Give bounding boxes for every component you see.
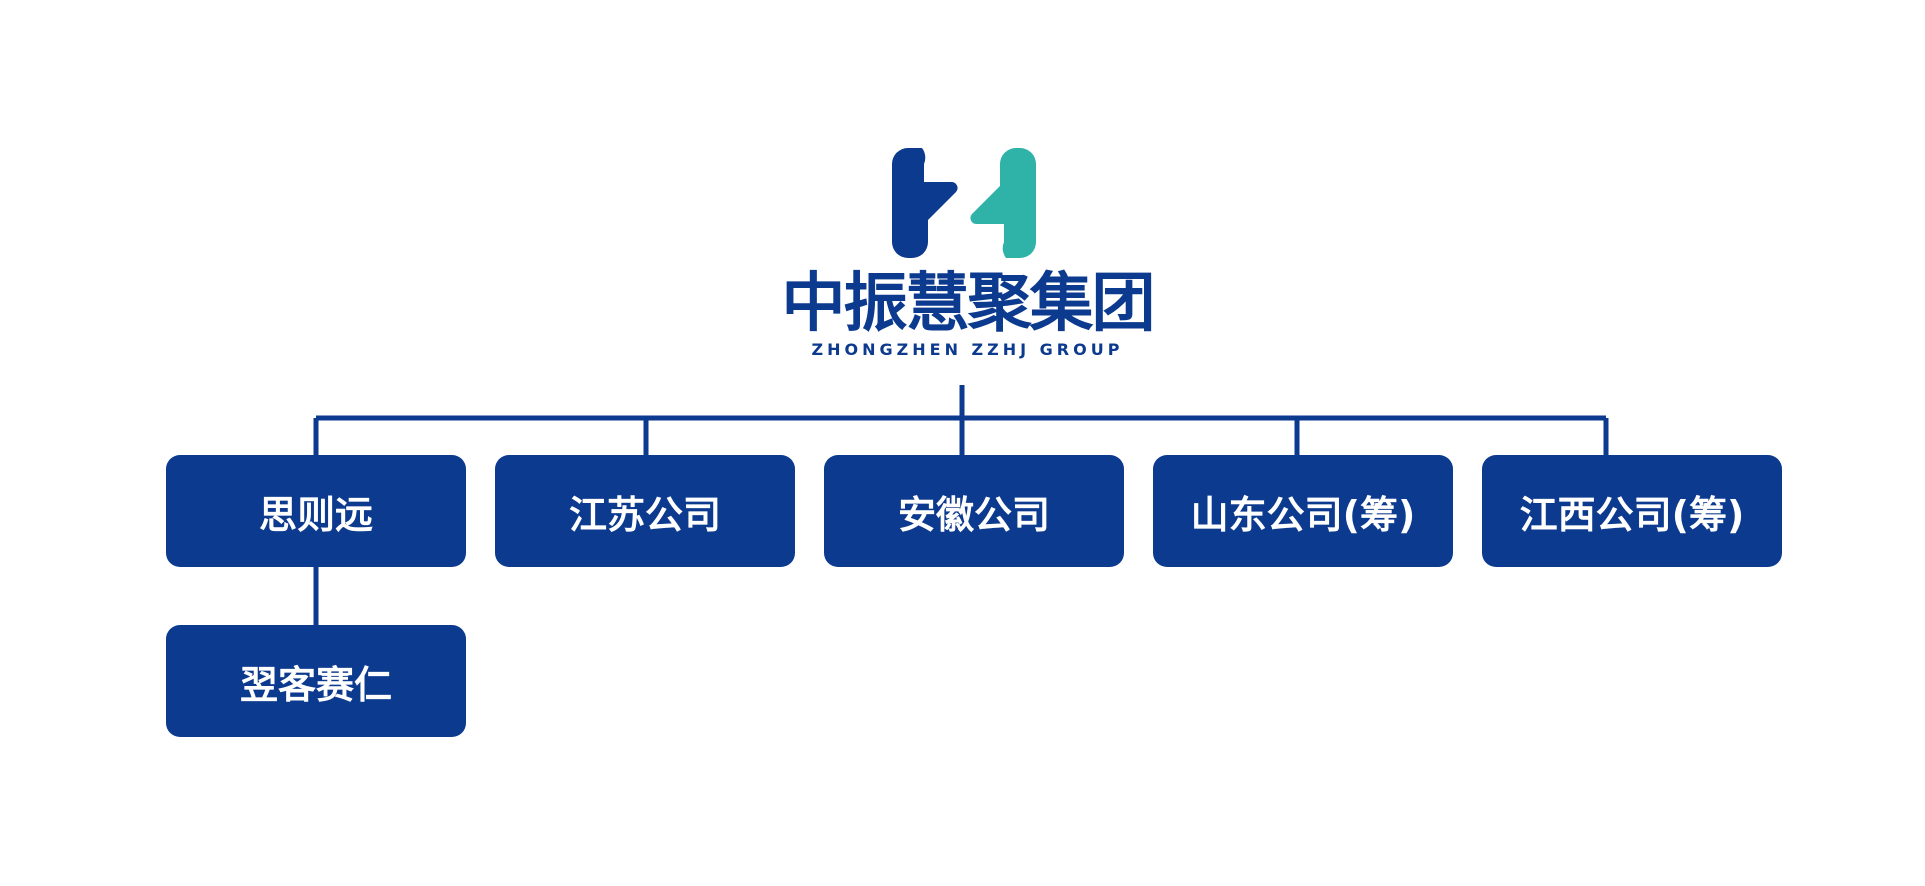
org-box-jiangsu-company: 江苏公司 <box>495 455 795 567</box>
group-name: 中振慧聚集团 <box>781 267 1156 341</box>
org-box-jiangxi-company: 江西公司(筹) <box>1482 455 1782 567</box>
org-box-anhui-company: 安徽公司 <box>824 455 1124 567</box>
logo-left-shape <box>892 148 958 258</box>
group-name-english: ZHONGZHEN ZZHJ GROUP <box>811 340 1124 359</box>
group-logo-icon <box>892 148 1036 258</box>
org-box-siziyuan: 思则远 <box>166 455 466 567</box>
logo-right-shape <box>970 148 1036 258</box>
org-box-yike-sairen: 翌客赛仁 <box>166 625 466 737</box>
org-box-shandong-company: 山东公司(筹) <box>1153 455 1453 567</box>
